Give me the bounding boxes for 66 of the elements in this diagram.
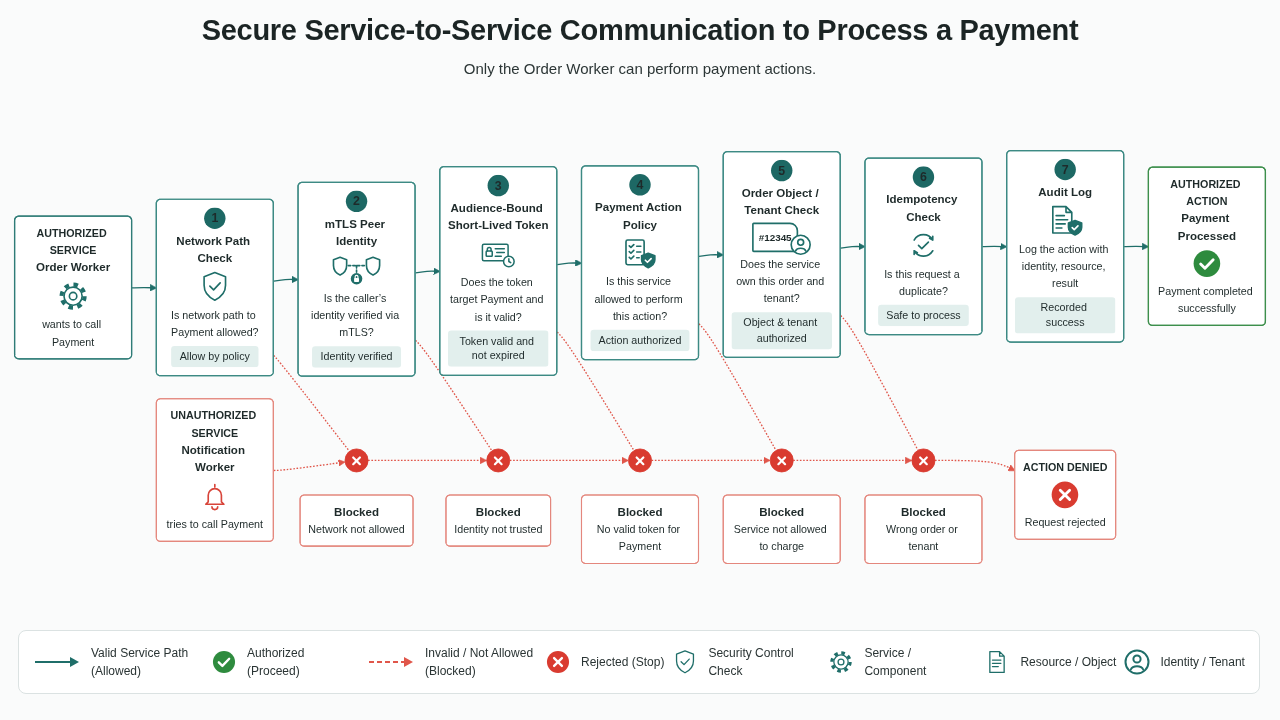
diagram-subtitle: Only the Order Worker can perform payment actions. xyxy=(463,60,817,77)
cross-circle-icon xyxy=(911,448,936,473)
check-question: Does the token target Payment and is it valid? xyxy=(450,276,545,324)
node-text: Payment completed successfully xyxy=(1158,285,1254,315)
node-title: Payment Processed xyxy=(1177,211,1237,243)
node-title: Blocked xyxy=(901,504,946,519)
check-question: Does the service own this order and tenant? xyxy=(736,258,826,306)
legend-text: Service / Component xyxy=(864,645,928,680)
node-title: Audit Log xyxy=(1038,185,1093,199)
arrow xyxy=(273,275,299,284)
dashed-arrow xyxy=(273,459,346,472)
section-heading: AUTHORIZED SERVICE xyxy=(36,226,108,257)
dashed-line xyxy=(840,314,919,451)
check-result: Recorded success xyxy=(1014,297,1116,334)
dashed-line xyxy=(273,354,351,452)
node-title: Notification Worker xyxy=(181,443,246,474)
section-heading: AUTHORIZED ACTION xyxy=(1170,177,1242,208)
check-question: Log the action with identity, resource, result xyxy=(1019,242,1110,290)
dashed-arrow xyxy=(509,456,629,465)
node-text: wants to call Payment xyxy=(42,318,103,349)
dashed-line xyxy=(556,331,635,452)
arrow xyxy=(698,251,724,259)
check-result: Action authorized xyxy=(590,329,690,352)
node-text: Network not allowed xyxy=(308,523,405,536)
cross-circle-icon xyxy=(344,448,369,473)
node-text: No valid token for Payment xyxy=(596,523,682,553)
node-text: Request rejected xyxy=(1024,516,1106,529)
legend-text: Rejected (Stop) xyxy=(581,654,665,671)
legend-text: Resource / Object xyxy=(1020,654,1117,671)
check-result: Token valid and not expired xyxy=(448,330,549,368)
check-question: Is the caller’s identity verified via mTLS? xyxy=(311,291,401,339)
node-title: Order Worker xyxy=(36,260,111,274)
node-title: Blocked xyxy=(334,504,379,519)
node-title: Payment Action Policy xyxy=(595,200,683,231)
legend-text: Authorized (Proceed) xyxy=(247,645,306,680)
legend-text: Valid Service Path (Allowed) xyxy=(91,645,190,680)
legend-text: Identity / Tenant xyxy=(1160,654,1245,671)
check-result: Object & tenant authorized xyxy=(731,312,832,350)
node-title: Blocked xyxy=(475,504,521,519)
cross-circle-icon xyxy=(486,448,511,473)
dashed-arrow xyxy=(650,456,771,465)
section-heading: ACTION DENIED xyxy=(1022,461,1108,474)
diagram-title: Secure Service-to-Service Communication to Process a Payment xyxy=(201,14,1079,46)
cross-circle-icon xyxy=(769,448,794,473)
section-heading: UNAUTHORIZED SERVICE xyxy=(170,409,258,440)
check-result: Identity verified xyxy=(312,346,401,368)
node-title: Blocked xyxy=(759,504,805,519)
dashed-line xyxy=(698,323,777,452)
check-result: Safe to process xyxy=(878,304,969,327)
check-result: Allow by policy xyxy=(171,345,259,368)
node-title: Blocked xyxy=(617,504,663,519)
node-text: Wrong order or tenant xyxy=(886,523,959,553)
node-text: tries to call Payment xyxy=(166,518,264,531)
node-text: Identity not trusted xyxy=(454,523,543,536)
node-title: Idempotency Check xyxy=(886,192,959,224)
legend-text: Invalid / Not Allowed (Blocked) xyxy=(425,645,535,680)
cross-circle-icon xyxy=(628,448,652,473)
node-title: mTLS Peer Identity xyxy=(324,216,387,248)
node-title: Audience-Bound Short-Lived Token xyxy=(448,201,549,232)
legend-text: Security Control Check xyxy=(708,645,795,680)
check-question: Is network path to Payment allowed? xyxy=(171,308,259,339)
node-text: Service not allowed to charge xyxy=(733,523,828,553)
check-question: Is this service allowed to perform this action? xyxy=(594,275,684,323)
check-question: Is this request a duplicate? xyxy=(884,267,961,298)
node-title: Order Object / Tenant Check xyxy=(741,186,821,217)
node-title: Network Path Check xyxy=(176,233,252,265)
